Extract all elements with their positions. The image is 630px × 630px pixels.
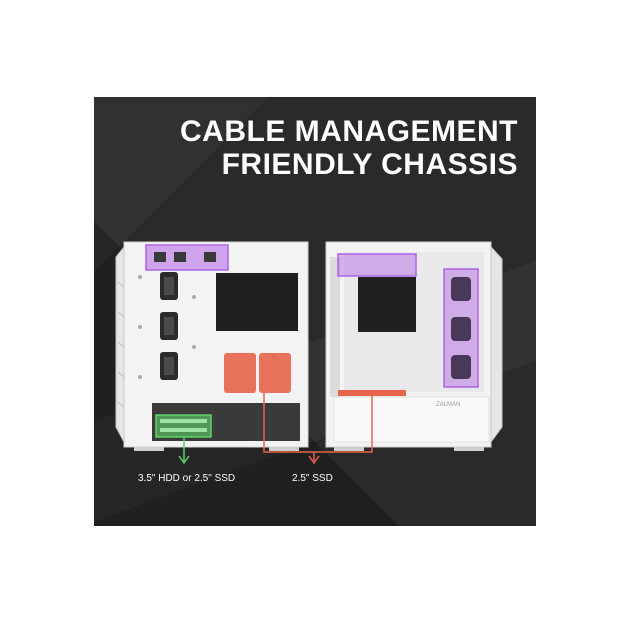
ssd-label: 2.5" SSD — [292, 473, 333, 484]
ssd-callout-connector — [263, 393, 373, 465]
left-chassis — [115, 241, 309, 451]
headline-line-2: FRIENDLY CHASSIS — [221, 148, 518, 181]
headline: CABLE MANAGEMENT FRIENDLY CHASSIS — [180, 115, 518, 181]
brand-mark: ZALMAN — [436, 402, 461, 408]
right-chassis — [325, 241, 503, 451]
hdd-callout-connector — [178, 437, 190, 465]
headline-line-1: CABLE MANAGEMENT — [180, 115, 518, 148]
product-banner: CABLE MANAGEMENT FRIENDLY CHASSIS — [94, 97, 536, 526]
chassis-illustration — [115, 241, 503, 465]
hdd-label: 3.5" HDD or 2.5" SSD — [138, 473, 236, 484]
